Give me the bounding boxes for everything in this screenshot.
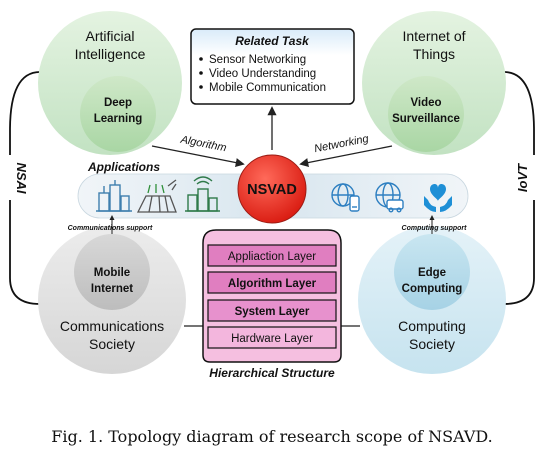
right-side-connector [503,71,535,305]
compute-outer-label-1: Computing [398,318,466,334]
comm-inner-label-1: Mobile [94,267,130,279]
iot-outer-label-1: Internet of [402,28,465,44]
comm-outer-label-1: Communications [60,318,164,334]
compute-inner-label-1: Edge [418,267,446,279]
algorithm-edge-label: Algorithm [179,134,228,155]
care-hands-icon [424,183,452,212]
layer-hardware-label: Hardware Layer [231,333,313,345]
hierarchical-structure-label: Hierarchical Structure [209,366,335,380]
left-side-connector [9,71,41,305]
related-task-item-1: Sensor Networking [209,54,306,66]
nsvad-label: NSVAD [247,182,297,198]
communications-circle: Mobile Internet Communications Society [38,226,186,374]
related-task-item-3: Mobile Communication [209,82,326,94]
ai-outer-label-1: Artificial [85,28,134,44]
computing-support-label: Computing support [402,225,468,232]
ai-inner-label-2: Learning [94,113,143,125]
related-task-item-2: Video Understanding [209,68,316,80]
layer-algorithm [207,271,337,294]
iot-outer-label-2: Things [413,46,455,62]
layer-system [207,299,337,322]
farmland-icon [136,179,177,213]
algorithm-arrow [151,145,245,168]
applications-label: Applications [87,160,160,174]
ai-inner-label-1: Deep [104,97,132,109]
comm-outer-label-2: Society [89,336,135,352]
ai-circle: Artificial Intelligence Deep Learning [38,11,182,155]
comm-inner-label-2: Internet [91,283,133,295]
side-label-right: IoVT [515,163,530,192]
iot-inner-label-2: Surveillance [392,113,460,125]
communications-support-label: Communications support [68,225,153,232]
computing-circle: Edge Computing Computing Society [358,226,506,374]
layer-hardware [207,326,337,349]
iot-circle: Internet of Things Video Surveillance [362,11,506,155]
globe-vehicle-icon [375,182,404,213]
layer-system-label: System Layer [235,306,310,318]
nsvad-node: NSVAD [237,154,307,224]
hierarchical-structure: Appliaction Layer Algorithm Layer System… [202,229,342,363]
related-task-box: Related Task Sensor Networking Video Und… [190,28,355,105]
globe-phone-icon [331,183,360,212]
layer-application [207,244,337,267]
networking-arrow [299,145,393,168]
smart-city-icon [185,176,220,212]
layer-algorithm-label: Algorithm Layer [228,278,317,290]
layer-application-label: Appliaction Layer [228,251,316,263]
compute-outer-label-2: Society [409,336,455,352]
factory-icon [96,180,132,212]
ai-outer-label-2: Intelligence [75,46,146,62]
side-label-left: NSAI [14,162,29,193]
figure-caption: Fig. 1. Topology diagram of research sco… [51,427,493,446]
related-task-title: Related Task [235,34,310,48]
iot-inner-label-1: Video [410,97,441,109]
compute-inner-label-2: Computing [402,283,463,295]
